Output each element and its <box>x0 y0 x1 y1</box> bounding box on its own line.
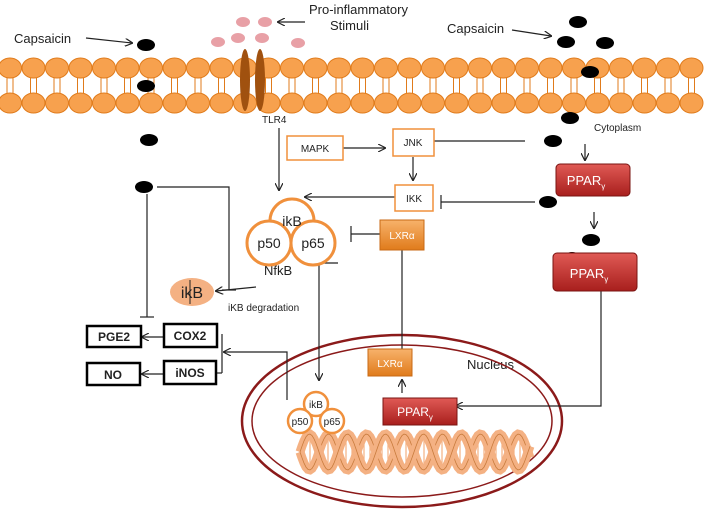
ppar-cytoplasm-top-box: PPARγ <box>555 163 631 197</box>
lxr-cytoplasm-box: LXRα <box>379 219 425 251</box>
svg-text:JNK: JNK <box>404 138 423 149</box>
svg-text:LXRα: LXRα <box>389 231 414 242</box>
dna-helix <box>295 429 535 475</box>
capsaicin-label-right: Capsaicin <box>447 21 504 36</box>
mapk-box: MAPK <box>286 135 344 161</box>
svg-text:IKK: IKK <box>406 194 422 205</box>
stimuli-label-line2: Stimuli <box>330 18 369 33</box>
svg-text:p65: p65 <box>324 417 341 428</box>
ikb-free: ikB <box>170 278 214 306</box>
no-box: NO <box>85 361 142 387</box>
cytoplasm-label: Cytoplasm <box>594 123 641 134</box>
svg-text:MAPK: MAPK <box>301 144 330 155</box>
ppar-cytoplasm-bottom-box: PPARγ <box>552 252 638 292</box>
cox2-box: COX2 <box>162 322 219 349</box>
nfkb-ikb-label: ikB <box>282 213 301 229</box>
svg-text:NO: NO <box>104 368 122 382</box>
svg-text:COX2: COX2 <box>174 329 207 343</box>
jnk-box: JNK <box>392 128 435 157</box>
stimuli-label-line1: Pro-inflammatory <box>309 2 408 17</box>
svg-text:ikB: ikB <box>181 285 203 302</box>
svg-text:PPARγ: PPARγ <box>567 173 605 191</box>
cell-membrane <box>0 57 704 114</box>
svg-text:iNOS: iNOS <box>175 366 204 380</box>
capsaicin-molecules <box>135 16 614 264</box>
nucleus-label: Nucleus <box>467 357 514 372</box>
inos-box: iNOS <box>162 359 218 386</box>
tlr4-receptor <box>240 49 265 111</box>
lxr-nucleus-box: LXRα <box>367 348 413 377</box>
nfkb-complex: ikB p50 p65 <box>245 197 337 267</box>
ppar-nucleus-box: PPARγ <box>382 397 458 426</box>
nfkb-label: NfkB <box>264 263 292 278</box>
svg-text:PPARγ: PPARγ <box>397 405 433 422</box>
stimuli-particles <box>211 17 305 48</box>
nfkb-nuclear-complex: ikB p50 p65 <box>286 390 346 435</box>
capsaicin-label-left: Capsaicin <box>14 31 71 46</box>
svg-text:p50: p50 <box>292 417 309 428</box>
nfkb-p65-label: p65 <box>301 235 325 251</box>
svg-text:PGE2: PGE2 <box>98 330 130 344</box>
ikk-box: IKK <box>394 184 434 212</box>
pge2-box: PGE2 <box>85 324 143 349</box>
tlr4-label: TLR4 <box>262 115 287 126</box>
svg-text:ikB: ikB <box>309 400 323 411</box>
svg-text:LXRα: LXRα <box>377 359 402 370</box>
nfkb-p50-label: p50 <box>257 235 281 251</box>
ikb-degradation-label: iKB degradation <box>228 303 299 314</box>
svg-text:PPARγ: PPARγ <box>570 266 608 284</box>
